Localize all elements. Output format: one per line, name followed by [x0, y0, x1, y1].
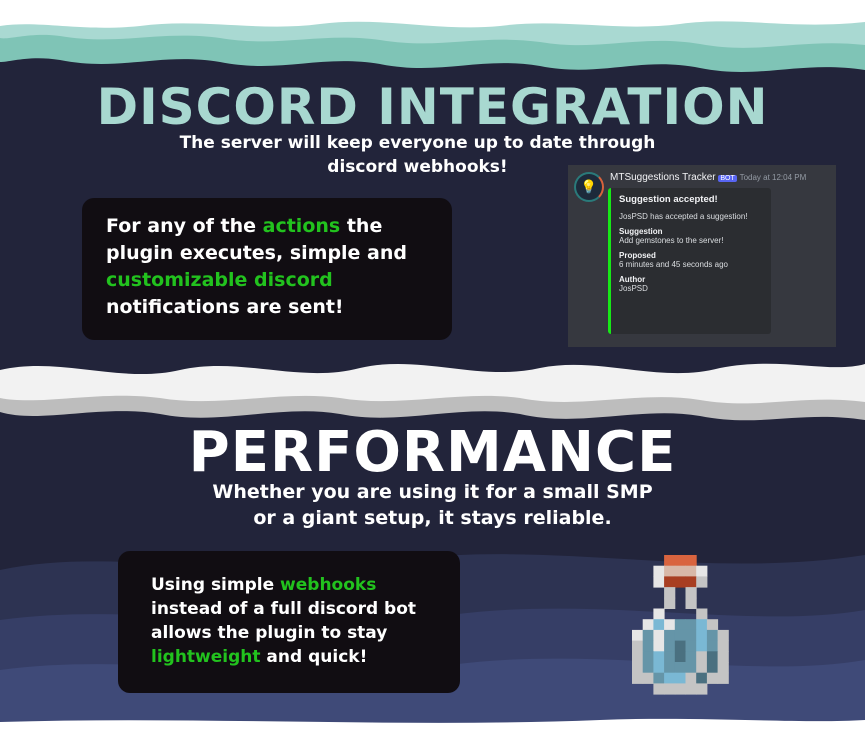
discord-subtitle-line2: discord webhooks!: [327, 157, 508, 177]
box-text: For any of the: [106, 215, 263, 237]
bot-avatar-lightbulb-icon: 💡: [574, 172, 604, 202]
performance-title: PERFORMANCE: [188, 420, 677, 485]
bot-badge: BOT: [718, 175, 737, 182]
performance-feature-box: Using simple webhooks instead of a full …: [118, 551, 460, 693]
highlight-text: actions: [262, 215, 341, 237]
bot-name: MTSuggestions Tracker: [610, 172, 716, 183]
embed: Suggestion accepted! JosPSD has accepted…: [608, 188, 771, 334]
discord-feature-box: For any of the actions the plugin execut…: [82, 198, 452, 340]
performance-subtitle-line1: Whether you are using it for a small SMP: [212, 481, 653, 503]
field-name: Suggestion: [619, 227, 663, 236]
highlight-text: webhooks: [280, 575, 377, 595]
highlight-text: customizable discord: [106, 269, 333, 291]
field-value: JosPSD: [619, 284, 648, 293]
box-text: the plugin executes, simple and: [106, 215, 408, 264]
box-text: and quick!: [260, 647, 368, 667]
field-name: Proposed: [619, 251, 656, 260]
performance-subtitle-line2: or a giant setup, it stays reliable.: [253, 507, 612, 529]
discord-subtitle-line1: The server will keep everyone up to date…: [179, 133, 656, 153]
field-value: Add gemstones to the server!: [619, 236, 724, 245]
discord-message-preview: 💡 MTSuggestions Tracker BOT Today at 12:…: [568, 165, 836, 347]
message-timestamp: Today at 12:04 PM: [739, 173, 807, 182]
potion-bottle-icon: [632, 555, 729, 695]
discord-integration-title: DISCORD INTEGRATION: [96, 78, 769, 136]
embed-description: JosPSD has accepted a suggestion!: [619, 212, 748, 221]
field-name: Author: [619, 275, 646, 284]
highlight-text: lightweight: [151, 647, 261, 667]
embed-title: Suggestion accepted!: [619, 194, 718, 205]
field-value: 6 minutes and 45 seconds ago: [619, 260, 728, 269]
box-text: notifications are sent!: [106, 296, 344, 318]
box-text: instead of a full discord bot allows the…: [151, 599, 417, 643]
box-text: Using simple: [151, 575, 281, 595]
